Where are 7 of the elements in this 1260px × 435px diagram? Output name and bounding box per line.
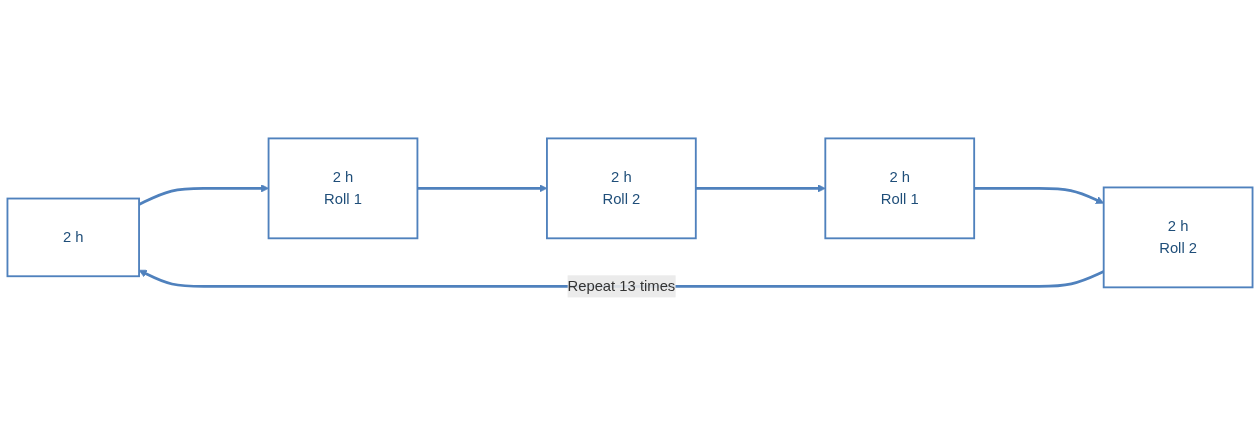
node-box: 2 h Roll 1 xyxy=(824,137,976,239)
edge-label: Repeat 13 times xyxy=(567,277,676,294)
node-box: 2 h Roll 2 xyxy=(546,137,697,239)
node-box: 2 h Roll 2 xyxy=(1102,186,1254,288)
node-box: 2 h xyxy=(6,197,140,277)
arrow xyxy=(695,183,826,192)
node-box: 2 h Roll 1 xyxy=(267,137,419,239)
